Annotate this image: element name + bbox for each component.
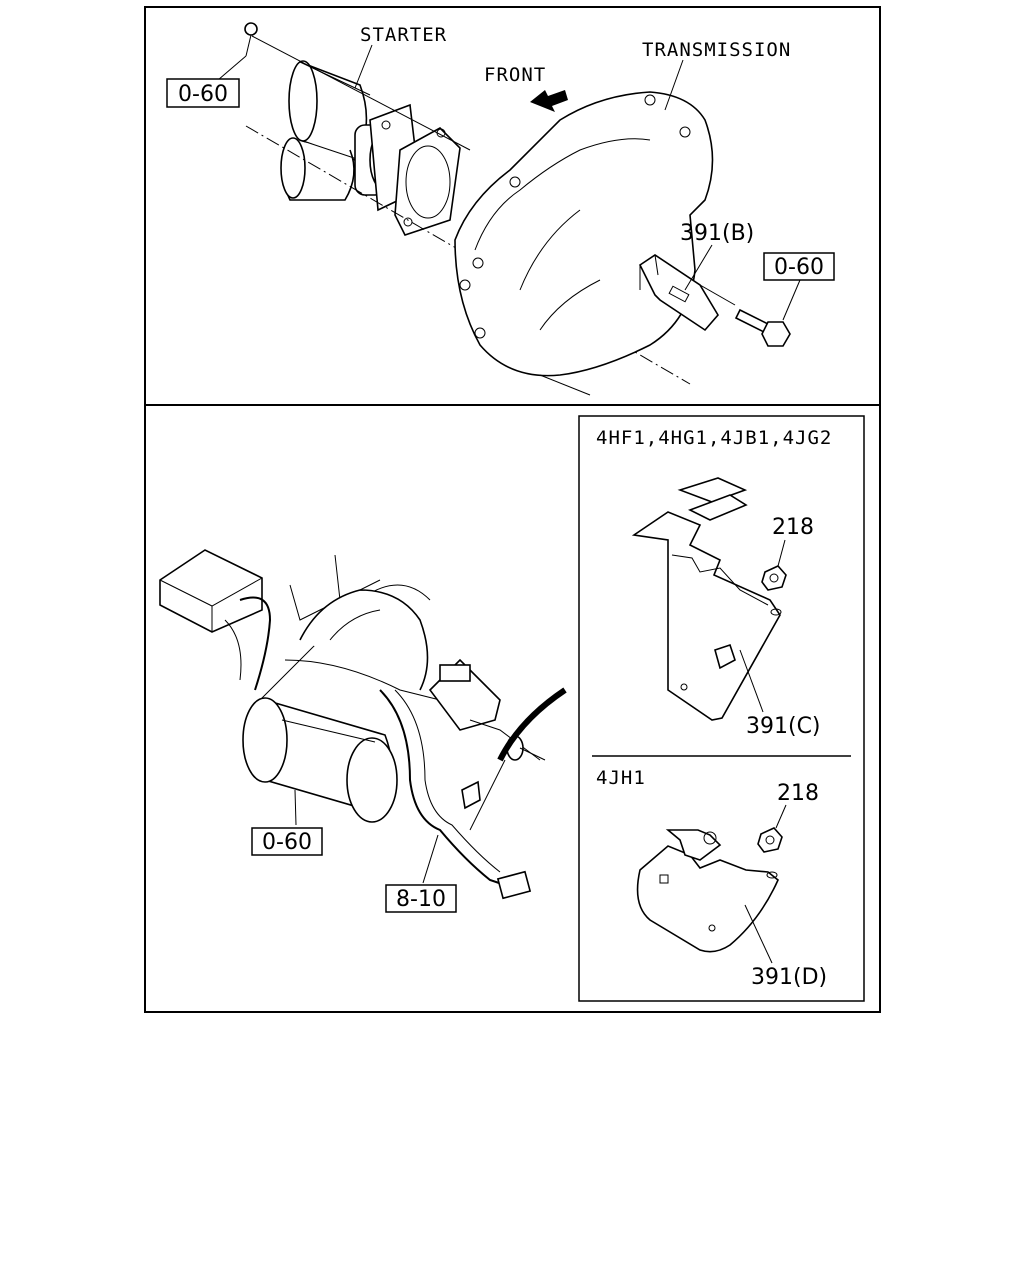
- nut-218-b: [757, 827, 783, 853]
- ref-box-top-left: [166, 78, 240, 108]
- harness-connector: [496, 870, 532, 900]
- bracket-391d: [636, 829, 779, 953]
- label-transmission: TRANSMISSION: [642, 39, 791, 61]
- ref-bracket-b: 391(B): [680, 221, 754, 246]
- variant-b-title: 4JH1: [596, 767, 646, 789]
- bottom-panel-frame: [144, 404, 881, 1013]
- ref-top-right: 0-60: [774, 255, 824, 280]
- nut-218-a: [761, 565, 787, 591]
- front-arrow-icon: [530, 90, 568, 112]
- relay-box: [159, 549, 263, 633]
- variant-inset-frame: [578, 415, 865, 1002]
- variant-b-nut: 218: [777, 781, 819, 806]
- ref-starter-bottom: 0-60: [262, 830, 312, 855]
- top-assembly-drawing: [217, 22, 801, 396]
- bracket-391b: [638, 254, 719, 332]
- bracket-391c: [631, 477, 782, 721]
- ref-box-starter-bottom: [251, 827, 323, 856]
- ref-box-harness: [385, 884, 457, 913]
- bottom-assembly-drawing: [159, 549, 567, 900]
- variant-a-nut: 218: [772, 515, 814, 540]
- starter-motor-installed: [242, 697, 398, 823]
- label-starter: STARTER: [360, 24, 447, 46]
- ref-harness: 8-10: [396, 887, 446, 912]
- ref-box-top-right: [763, 252, 835, 281]
- variant-a-title: 4HF1,4HG1,4JB1,4JG2: [596, 427, 832, 449]
- label-front: FRONT: [484, 64, 546, 86]
- transmission-housing: [454, 91, 714, 396]
- ref-top-left: 0-60: [178, 82, 228, 107]
- variant-b-bracket: 391(D): [751, 965, 827, 990]
- variant-a-bracket: 391(C): [746, 714, 821, 739]
- starter-gasket: [394, 127, 461, 236]
- wiring-harness: [379, 689, 506, 886]
- bolt-top-left: [244, 22, 258, 57]
- bolt-right: [734, 308, 791, 347]
